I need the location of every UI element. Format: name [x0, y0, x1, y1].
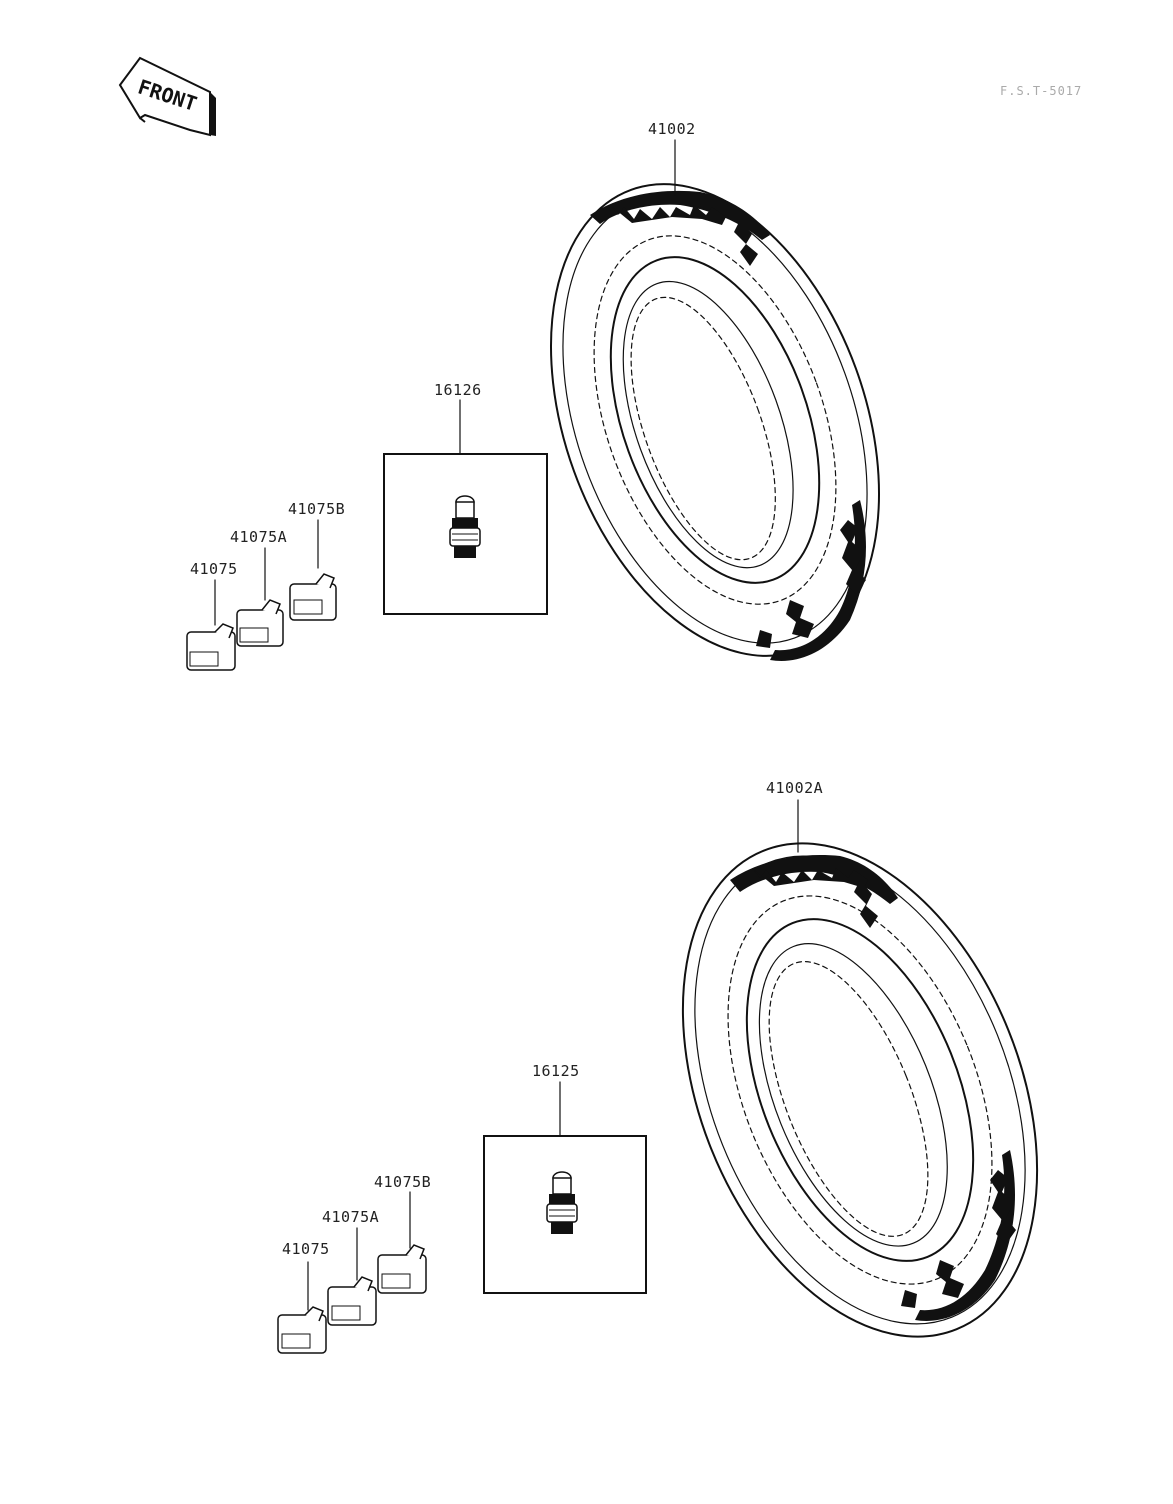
front-arrow-icon: FRONT	[118, 56, 216, 137]
upper-tire-tread	[590, 190, 866, 661]
upper-tire-label: 41002	[648, 120, 696, 138]
weight-41075b-upper	[289, 573, 337, 621]
upper-valve-icon	[449, 495, 481, 558]
weight-41075-upper	[186, 623, 236, 671]
weight-41075-lower	[277, 1306, 327, 1354]
lower-tire-tread	[730, 855, 1016, 1321]
upper-weight-label-41075b: 41075B	[288, 500, 346, 518]
weight-41075a-lower	[327, 1276, 377, 1326]
upper-balance-weights	[186, 519, 337, 671]
lower-tire-label: 41002A	[766, 779, 824, 797]
lower-weight-label-41075b: 41075B	[374, 1173, 432, 1191]
lower-weight-label-41075a: 41075A	[322, 1208, 380, 1226]
lower-balance-weights	[277, 1191, 427, 1354]
lower-tire	[681, 842, 1039, 1338]
lower-valve-icon	[546, 1171, 578, 1234]
upper-tire	[550, 183, 880, 657]
upper-weight-label-41075: 41075	[190, 560, 238, 578]
reference-code: F.S.T-5017	[1000, 84, 1083, 98]
weight-41075a-upper	[236, 599, 284, 647]
lower-weight-label-41075: 41075	[282, 1240, 330, 1258]
lower-valve-label: 16125	[532, 1062, 580, 1080]
upper-valve-label: 16126	[434, 381, 482, 399]
upper-weight-label-41075a: 41075A	[230, 528, 288, 546]
weight-41075b-lower	[377, 1244, 427, 1294]
